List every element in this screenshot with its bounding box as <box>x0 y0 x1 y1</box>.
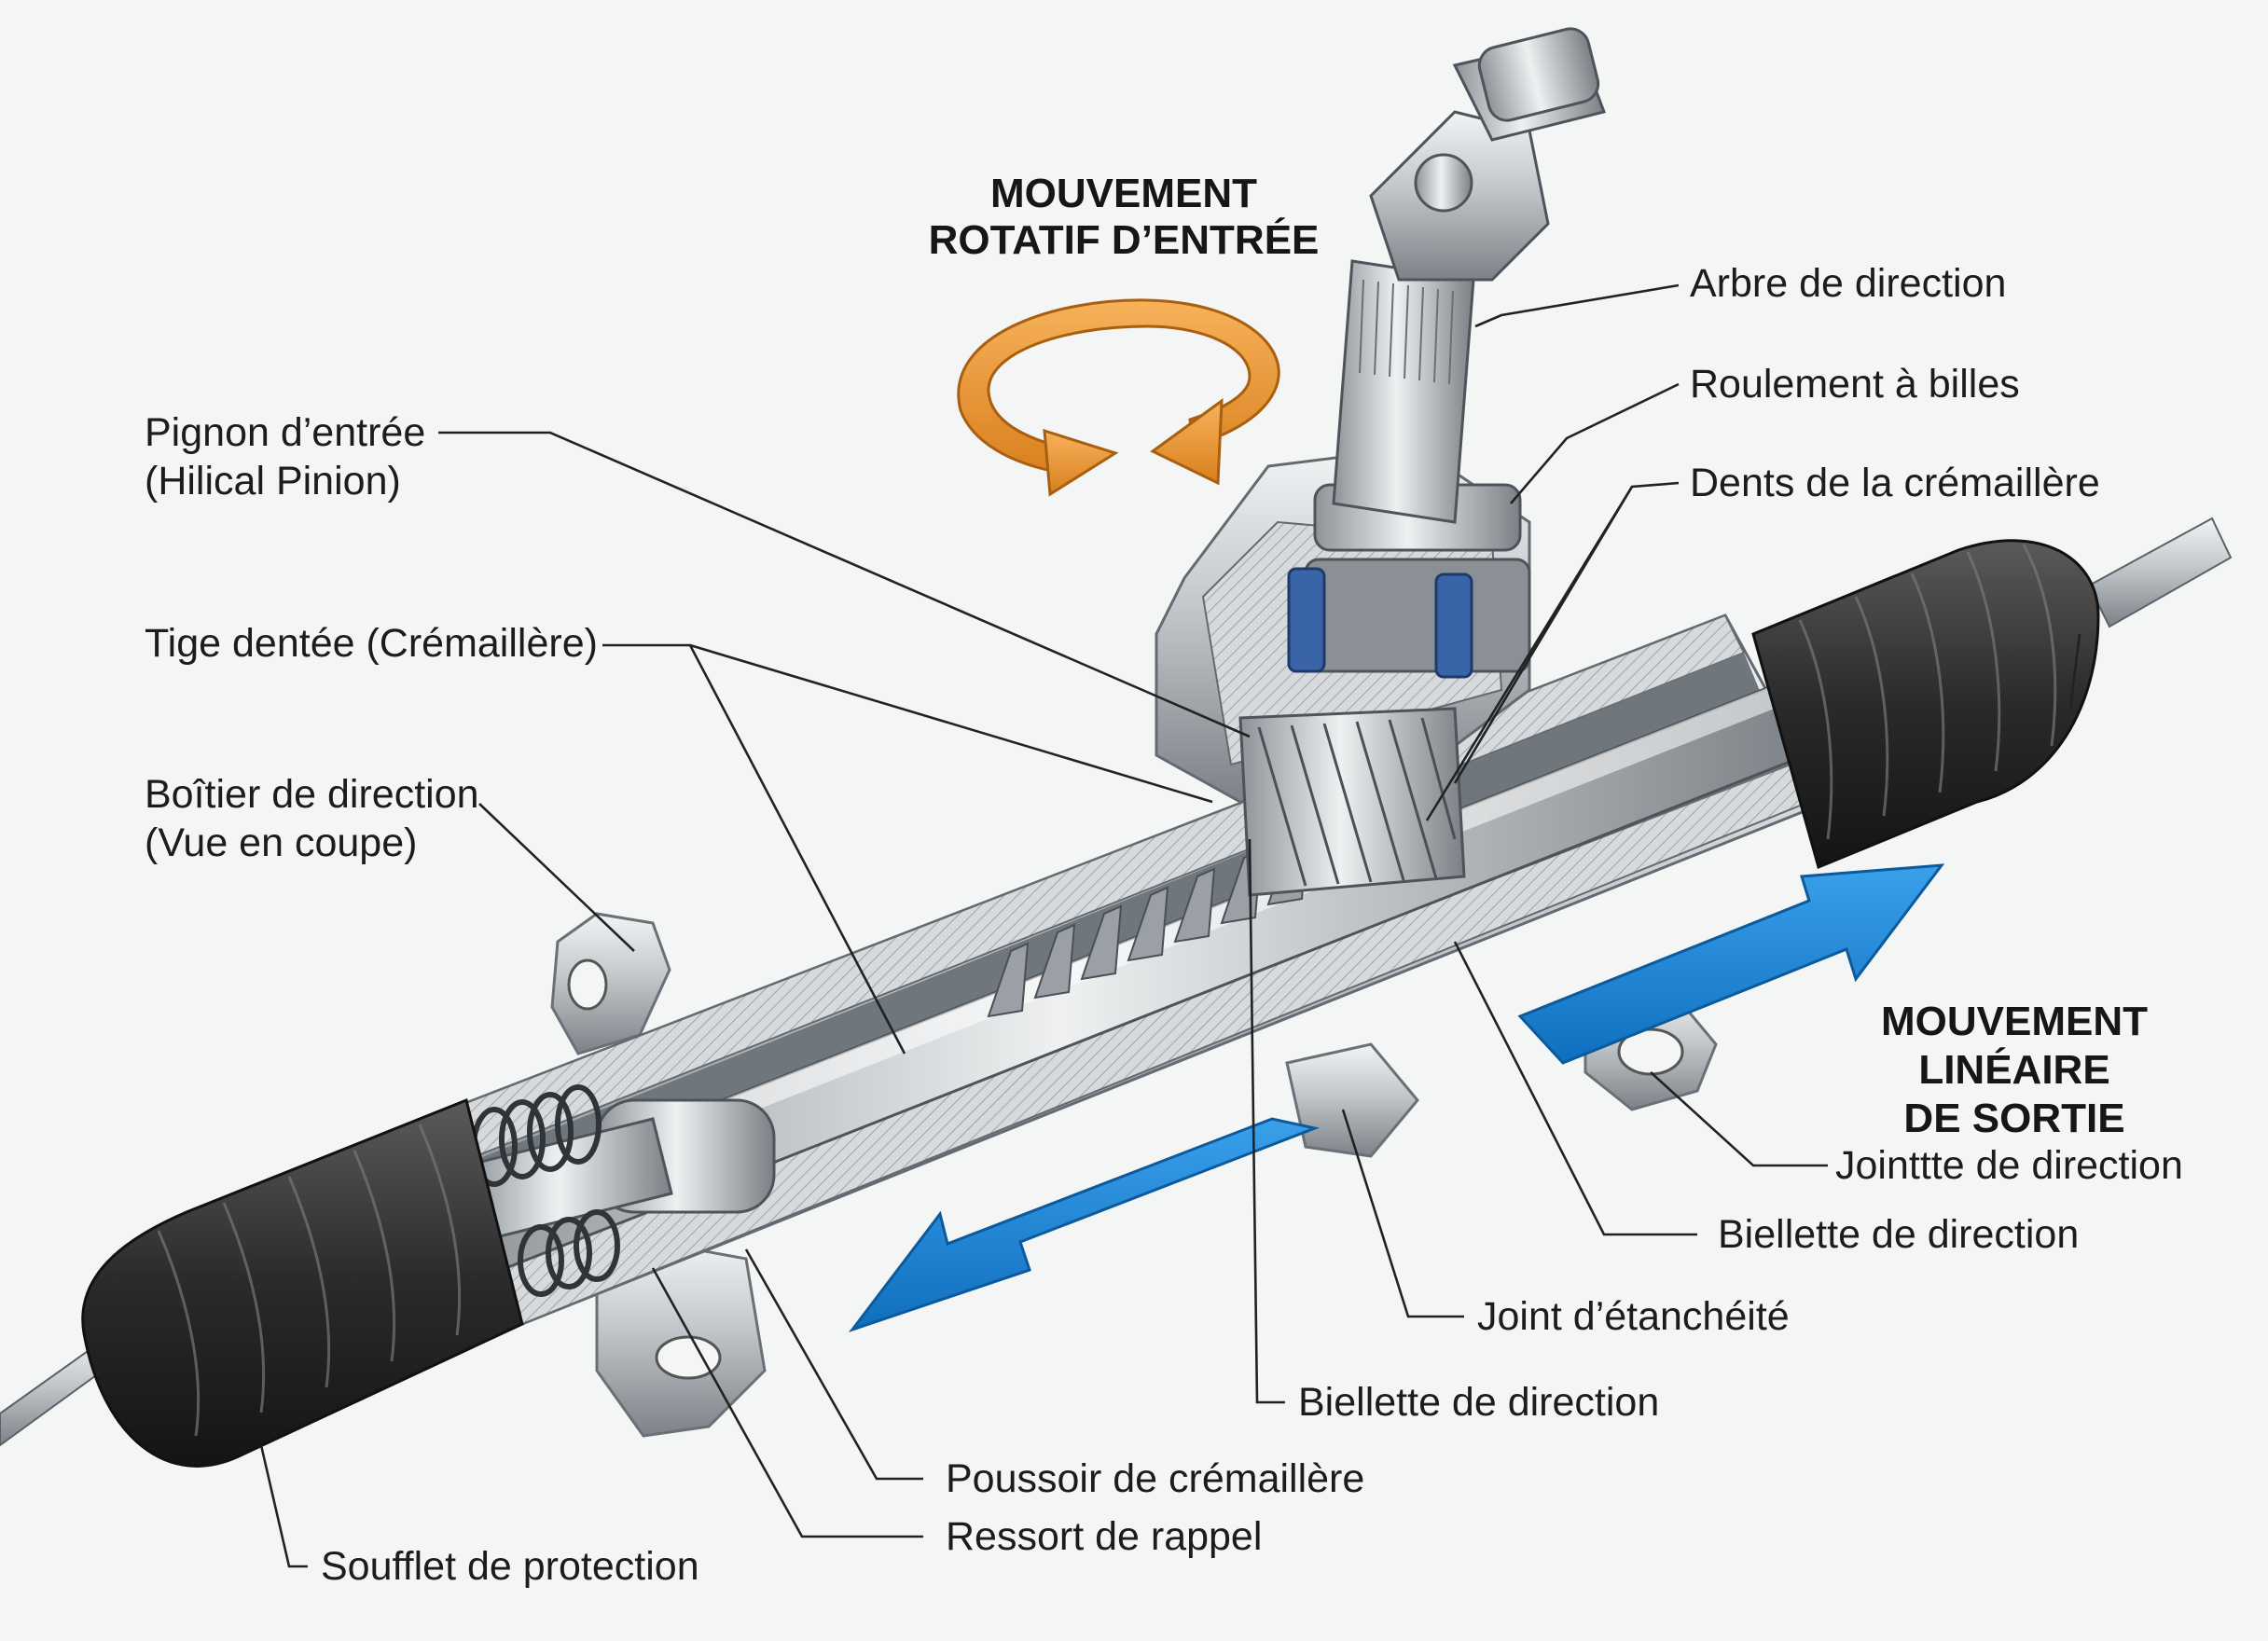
helical-pinion <box>1238 707 1466 897</box>
label-tie-rod-bottom: Biellette de direction <box>1298 1380 1659 1425</box>
linear-motion-annotation: MOUVEMENT LINÉAIRE DE SORTIE <box>1881 999 2148 1141</box>
tie-rod-right-shaft <box>2087 517 2233 628</box>
label-steering-joint: Jointtte de direction <box>1835 1143 2183 1188</box>
protective-boot-right <box>1751 539 2100 870</box>
linear-motion-line-3: DE SORTIE <box>1903 1096 2124 1141</box>
label-toothed-rod: Tige dentée (Crémaillère) <box>145 621 598 666</box>
label-steering-housing-line-1: Boîtier de direction <box>145 772 479 817</box>
rotary-motion-arrow <box>957 298 1280 497</box>
label-ball-bearing: Roulement à billes <box>1690 362 2020 407</box>
linear-motion-line-2: LINÉAIRE <box>1918 1046 2109 1093</box>
label-rack-teeth: Dents de la crémaillère <box>1690 461 2100 505</box>
return-spring <box>471 1084 620 1297</box>
label-rack-plunger: Poussoir de crémaillère <box>946 1456 1364 1501</box>
component-labels: Arbre de direction Roulement à billes De… <box>145 261 2183 1589</box>
label-steering-shaft: Arbre de direction <box>1690 261 2006 306</box>
steering-shaft <box>1332 259 1475 524</box>
label-steering-housing-line-2: (Vue en coupe) <box>145 820 417 865</box>
label-input-pinion-line-1: Pignon d’entrée <box>145 410 425 455</box>
rotary-motion-line-1: MOUVEMENT <box>990 171 1257 216</box>
protective-boot-left <box>81 1097 524 1468</box>
label-return-spring: Ressort de rappel <box>946 1514 1262 1559</box>
label-input-pinion-line-2: (Hilical Pinion) <box>145 459 401 503</box>
rotary-motion-annotation: MOUVEMENT ROTATIF D’ENTRÉE <box>929 171 1320 263</box>
rotary-motion-line-2: ROTATIF D’ENTRÉE <box>929 216 1320 263</box>
label-seal: Joint d’étanchéité <box>1477 1294 1790 1339</box>
linear-motion-arrow-right <box>1517 863 1945 1065</box>
universal-joint <box>1369 27 1606 282</box>
label-tie-rod-right: Biellette de direction <box>1718 1212 2079 1257</box>
linear-motion-arrow-left <box>848 1117 1321 1332</box>
linear-motion-line-1: MOUVEMENT <box>1881 999 2148 1044</box>
label-protective-boot: Soufflet de protection <box>321 1544 699 1589</box>
leader-lines <box>259 283 2081 1568</box>
seal-ring <box>1287 567 1473 679</box>
